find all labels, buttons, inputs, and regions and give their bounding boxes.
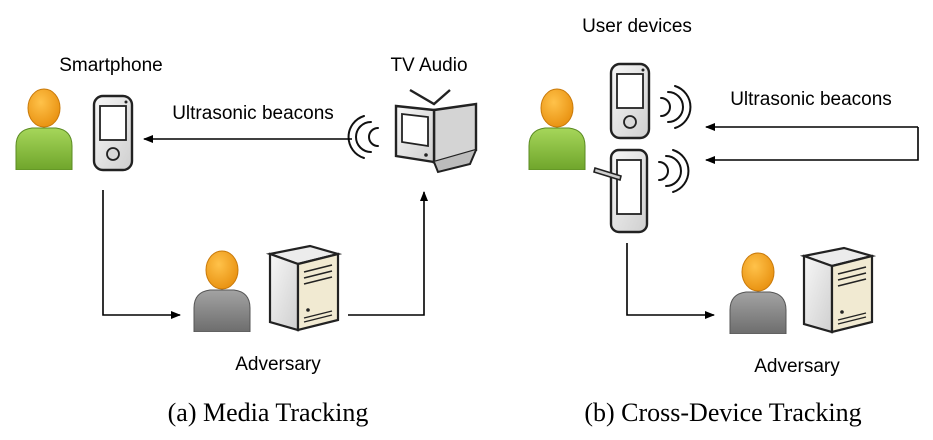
panel-a: Smartphone TV Audio Ultrasonic beacons A…: [15, 55, 478, 427]
sound-waves-icon: [658, 149, 690, 193]
adversary-user-icon: [729, 252, 787, 334]
ultrasonic-beacons-label-a: Ultrasonic beacons: [172, 103, 334, 124]
tv-icon: [394, 88, 478, 174]
smartphone-icon: [609, 62, 651, 140]
caption-a: (a) Media Tracking: [168, 398, 369, 427]
ultrasonic-beacons-label-b: Ultrasonic beacons: [730, 89, 892, 110]
devices-to-adversary-arrow: [626, 243, 715, 319]
tv-audio-label: TV Audio: [390, 55, 467, 76]
adversary-label-b: Adversary: [754, 356, 840, 377]
smartphone-icon: [92, 94, 134, 172]
beacon-arrow-b-lower: [705, 127, 919, 164]
user-icon: [528, 88, 586, 170]
sound-waves-icon: [660, 85, 692, 129]
tablet-icon: [593, 148, 649, 234]
user-icon: [15, 88, 73, 170]
caption-b: (b) Cross-Device Tracking: [584, 398, 861, 427]
adversary-user-icon: [193, 250, 251, 332]
adversary-to-tv-arrow: [348, 191, 428, 316]
panel-b: User devices Ultrasonic beacons Adversar…: [528, 16, 919, 427]
server-icon: [268, 244, 340, 332]
phone-to-adversary-arrow: [102, 190, 181, 319]
user-devices-label: User devices: [582, 16, 692, 37]
smartphone-label: Smartphone: [59, 55, 163, 76]
adversary-label-a: Adversary: [235, 354, 321, 375]
server-icon: [802, 246, 874, 334]
sound-waves-icon: [347, 115, 379, 159]
